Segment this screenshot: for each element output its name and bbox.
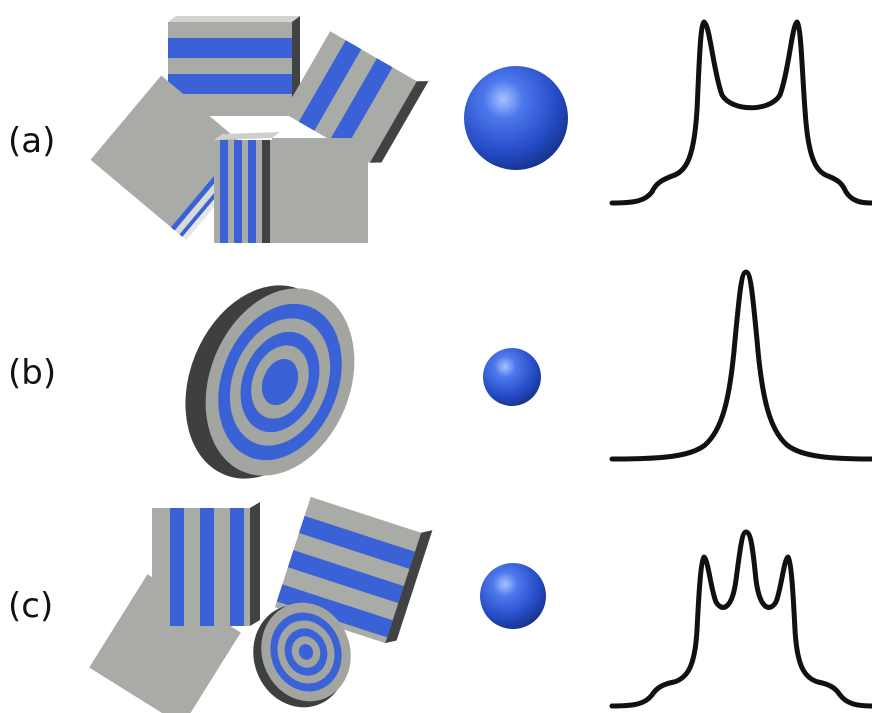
striped-cube-right [283,31,429,163]
crystal-cluster-a [90,16,429,243]
row-label-c: (c) [8,586,53,626]
sphere-b [483,348,541,406]
row-b: (b) [8,269,872,479]
row-label-a: (a) [8,121,55,161]
crystal-cluster-c [89,496,433,713]
spectrum-curve-a [609,19,872,206]
concentric-disk-b [185,285,355,479]
concentric-disk-c [253,602,351,708]
spectrum-curve-c [609,529,872,709]
striped-cube-front [214,132,368,243]
spectrum-curve-b [609,269,872,462]
striped-cube-vertical [152,502,260,626]
sphere-c [480,563,546,629]
row-label-b: (b) [8,353,56,393]
row-c: (c) [8,496,872,713]
sphere-a [464,66,568,170]
row-a: (a) [8,16,872,243]
